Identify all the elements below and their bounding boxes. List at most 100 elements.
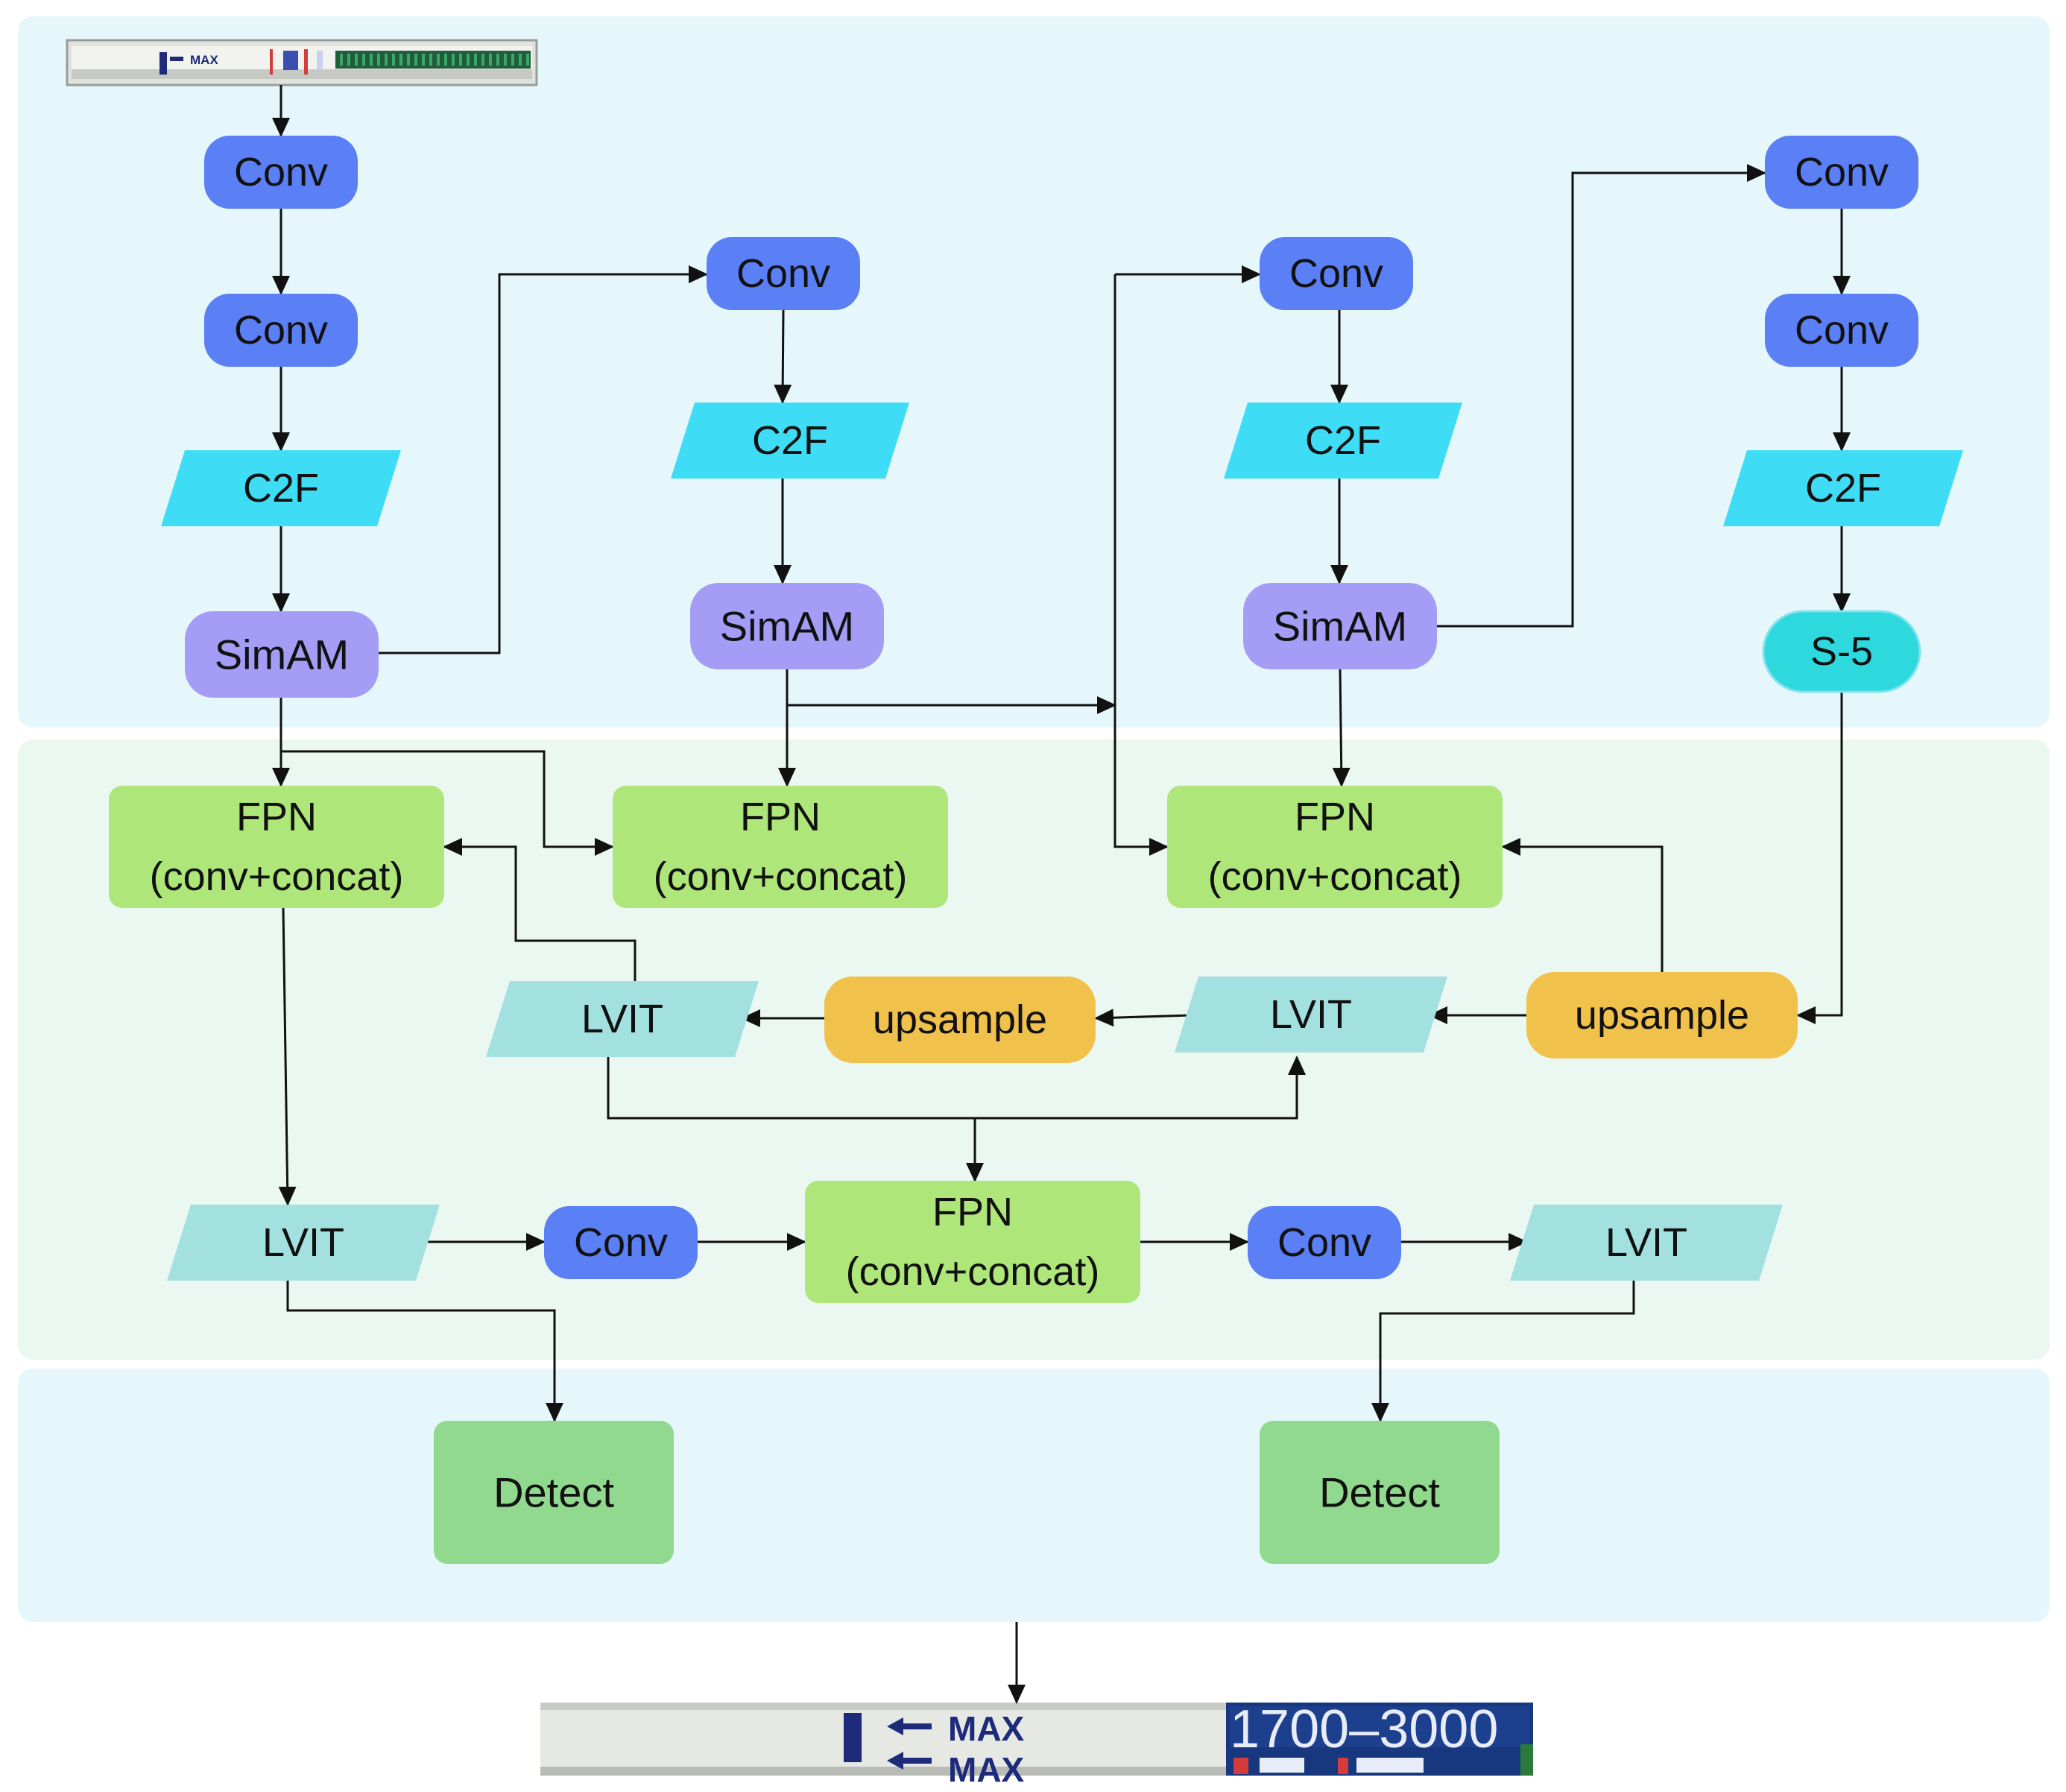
node-fpn: FPN (conv+concat) — [109, 786, 444, 908]
edge-arrow — [379, 265, 708, 654]
node-c2f: C2F — [161, 450, 401, 526]
node-conv: Conv — [1765, 136, 1918, 209]
strip-tick — [347, 54, 350, 66]
node-detect: Detect — [434, 1421, 674, 1564]
node-conv: Conv — [1248, 1206, 1401, 1279]
output-strip-range: 1700–3000 — [1230, 1700, 1498, 1759]
node-c2f-shape — [161, 450, 401, 526]
node-detect: Detect — [1260, 1421, 1500, 1564]
node-c2f-label: C2F — [1805, 466, 1881, 511]
node-fpn-label: (conv+concat) — [1208, 854, 1462, 899]
strip-tick — [414, 54, 417, 66]
strip-tick — [444, 54, 447, 66]
node-s5-shape — [1762, 610, 1921, 693]
strip-tick — [340, 54, 343, 66]
node-simam: SimAM — [1243, 583, 1437, 669]
region-head — [18, 1369, 2050, 1622]
edge-arrow — [1437, 164, 1766, 628]
strip-tick — [504, 54, 507, 66]
strip-tick — [496, 54, 499, 66]
node-upsample: upsample — [1526, 972, 1798, 1059]
node-fpn-label: (conv+concat) — [846, 1249, 1100, 1294]
node-lvit-shape — [167, 1205, 440, 1281]
node-conv-shape — [1260, 237, 1413, 310]
node-fpn: FPN (conv+concat) — [1167, 786, 1503, 908]
edge-arrow — [1113, 274, 1169, 856]
node-conv: Conv — [707, 237, 860, 310]
node-fpn-label: (conv+concat) — [654, 854, 908, 899]
node-detect-shape — [1260, 1421, 1500, 1564]
node-conv-label: Conv — [1795, 308, 1889, 353]
node-upsample: upsample — [824, 977, 1096, 1063]
node-conv-shape — [204, 136, 358, 209]
node-lvit-label: LVIT — [1605, 1220, 1687, 1265]
input-strip-marking: MAX — [190, 53, 218, 67]
node-c2f: C2F — [671, 403, 909, 479]
node-conv-shape — [204, 294, 358, 367]
region-backbone — [18, 16, 2050, 728]
node-fpn-label: FPN — [1295, 795, 1375, 839]
edge-arrow — [281, 750, 614, 856]
node-conv: Conv — [1765, 294, 1918, 367]
strip-tick — [429, 54, 432, 66]
node-conv-shape — [1248, 1206, 1401, 1279]
edge-arrow — [286, 1281, 563, 1422]
diagram-nodes: ConvConvC2FSimAMConvC2FSimAMConvC2FSimAM… — [109, 136, 1963, 1564]
node-simam-shape — [185, 611, 379, 698]
node-fpn-label: FPN — [740, 795, 821, 839]
strip-tick — [526, 54, 529, 66]
node-c2f: C2F — [1224, 403, 1462, 479]
node-simam: SimAM — [690, 583, 884, 669]
node-conv-label: Conv — [736, 251, 830, 296]
node-conv-label: Conv — [574, 1220, 668, 1265]
node-fpn-shape — [109, 786, 444, 908]
strip-tick — [467, 54, 470, 66]
edge-arrow — [1371, 1281, 1635, 1422]
node-fpn-shape — [1167, 786, 1503, 908]
node-conv-label: Conv — [234, 308, 328, 353]
node-conv-shape — [707, 237, 860, 310]
node-fpn-shape — [613, 786, 948, 908]
node-lvit-label: LVIT — [262, 1220, 344, 1265]
output-strip-marking-top: MAX — [948, 1709, 1025, 1748]
edge-arrow — [1332, 669, 1351, 787]
node-simam: SimAM — [185, 611, 379, 698]
strip-tick — [452, 54, 455, 66]
strip-tick — [370, 54, 373, 66]
node-conv: Conv — [204, 136, 358, 209]
node-lvit-label: LVIT — [1270, 992, 1352, 1037]
node-upsample-shape — [824, 977, 1096, 1063]
node-conv: Conv — [204, 294, 358, 367]
node-detect-label: Detect — [493, 1469, 614, 1516]
input-strip-image: MAX — [66, 39, 538, 86]
node-lvit: LVIT — [486, 981, 759, 1057]
node-fpn-shape — [805, 1181, 1140, 1303]
node-simam-shape — [690, 583, 884, 669]
node-simam-label: SimAM — [1273, 603, 1407, 650]
node-c2f: C2F — [1723, 450, 1963, 526]
node-simam-label: SimAM — [720, 603, 854, 650]
node-upsample-label: upsample — [1575, 993, 1749, 1038]
node-s5: S-5 — [1762, 610, 1921, 693]
node-conv-label: Conv — [234, 150, 328, 195]
edge-arrow — [1094, 1009, 1192, 1027]
node-lvit: LVIT — [167, 1205, 440, 1281]
node-fpn: FPN (conv+concat) — [613, 786, 948, 908]
node-conv-label: Conv — [1289, 251, 1383, 296]
edge-arrow — [443, 838, 636, 981]
diagram-edges — [272, 85, 1851, 1704]
strip-tick — [422, 54, 425, 66]
output-strip-marking-bottom: MAX — [948, 1750, 1025, 1789]
node-c2f-shape — [1224, 403, 1462, 479]
strip-tick — [489, 54, 492, 66]
edge-arrow — [607, 1056, 1306, 1120]
node-fpn-label: (conv+concat) — [150, 854, 404, 899]
node-conv-shape — [1765, 136, 1918, 209]
edge-arrow — [278, 907, 297, 1206]
strip-tick — [459, 54, 462, 66]
node-fpn-label: FPN — [236, 795, 317, 839]
node-conv-shape — [1765, 294, 1918, 367]
node-conv: Conv — [1260, 237, 1413, 310]
strip-tick — [385, 54, 388, 66]
